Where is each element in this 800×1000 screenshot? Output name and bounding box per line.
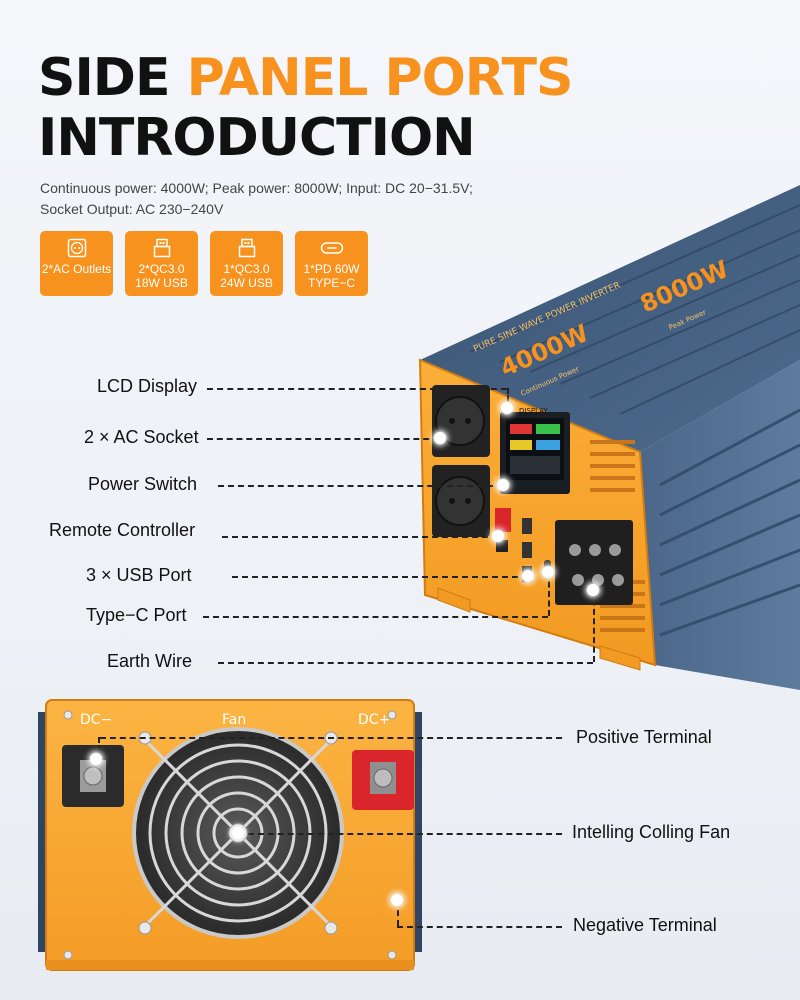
feature-label: 1*PD 60W TYPE−C	[303, 262, 360, 290]
feature-usb-24w: 1*QC3.0 24W USB	[210, 231, 283, 296]
callout-dot	[587, 584, 599, 596]
callout-dot	[434, 432, 446, 444]
feature-usb-18w: 2*QC3.0 18W USB	[125, 231, 198, 296]
leader-line	[207, 438, 439, 440]
page-title: SIDE PANEL PORTS INTRODUCTION	[38, 52, 573, 168]
feature-label: 1*QC3.0 24W USB	[220, 262, 273, 290]
leader-line	[507, 388, 509, 408]
callout-ac-socket: 2 × AC Socket	[84, 427, 199, 447]
feature-ac-outlets: 2*AC Outlets	[40, 231, 113, 296]
callout-earth-wire: Earth Wire	[107, 651, 193, 671]
rear-fan-label: Fan	[222, 712, 246, 728]
leader-line	[98, 737, 100, 759]
leader-line	[232, 576, 528, 578]
callout-dot	[492, 530, 504, 542]
rear-dc-minus-label: DC−	[80, 712, 112, 728]
callout-dot	[501, 402, 513, 414]
callout-power-switch: Power Switch	[88, 474, 198, 494]
title-word-1: SIDE	[38, 48, 170, 108]
leader-line	[222, 536, 498, 538]
callout-remote-controller: Remote Controller	[49, 520, 196, 540]
feature-type-c: 1*PD 60W TYPE−C	[295, 231, 368, 296]
callout-dot	[522, 570, 534, 582]
feature-badges: 2*AC Outlets 2*QC3.0 18W USB 1*QC3.0 24W…	[40, 231, 368, 296]
leader-line	[218, 485, 503, 487]
callout-cooling-fan: Intelling Colling Fan	[572, 822, 731, 842]
callout-dot	[497, 479, 509, 491]
leader-line	[397, 926, 562, 928]
callout-dot	[391, 894, 403, 906]
title-line-2: INTRODUCTION	[38, 108, 476, 168]
usb-icon	[125, 237, 198, 259]
spec-description: Continuous power: 4000W; Peak power: 800…	[40, 180, 473, 217]
callout-dot	[90, 753, 102, 765]
display-label-text: DISPLAY	[519, 407, 548, 415]
inverter-top-face	[420, 185, 800, 452]
leader-line	[207, 388, 507, 390]
ac-outlet-icon	[40, 237, 113, 259]
usb-c-icon	[295, 237, 368, 259]
leader-line	[593, 590, 595, 662]
callout-dot	[542, 566, 554, 578]
title-word-2: PANEL PORTS	[186, 48, 574, 108]
callout-type-c-port: Type−C Port	[86, 605, 187, 625]
callout-usb-port: 3 × USB Port	[86, 565, 192, 585]
callout-positive-terminal: Positive Terminal	[576, 727, 712, 747]
inverter-side-face	[640, 360, 800, 690]
callout-lcd-display: LCD Display	[97, 376, 198, 396]
callout-negative-terminal: Negative Terminal	[573, 915, 717, 935]
leader-line	[548, 572, 550, 616]
callout-dot	[232, 827, 244, 839]
leader-line	[218, 662, 593, 664]
feature-label: 2*AC Outlets	[41, 262, 112, 276]
usb-icon	[210, 237, 283, 259]
leader-line	[397, 900, 399, 926]
leader-line	[238, 833, 562, 835]
leader-line	[203, 616, 548, 618]
leader-line	[100, 737, 562, 739]
rear-dc-plus-label: DC+	[358, 712, 390, 728]
feature-label: 2*QC3.0 18W USB	[135, 262, 188, 290]
